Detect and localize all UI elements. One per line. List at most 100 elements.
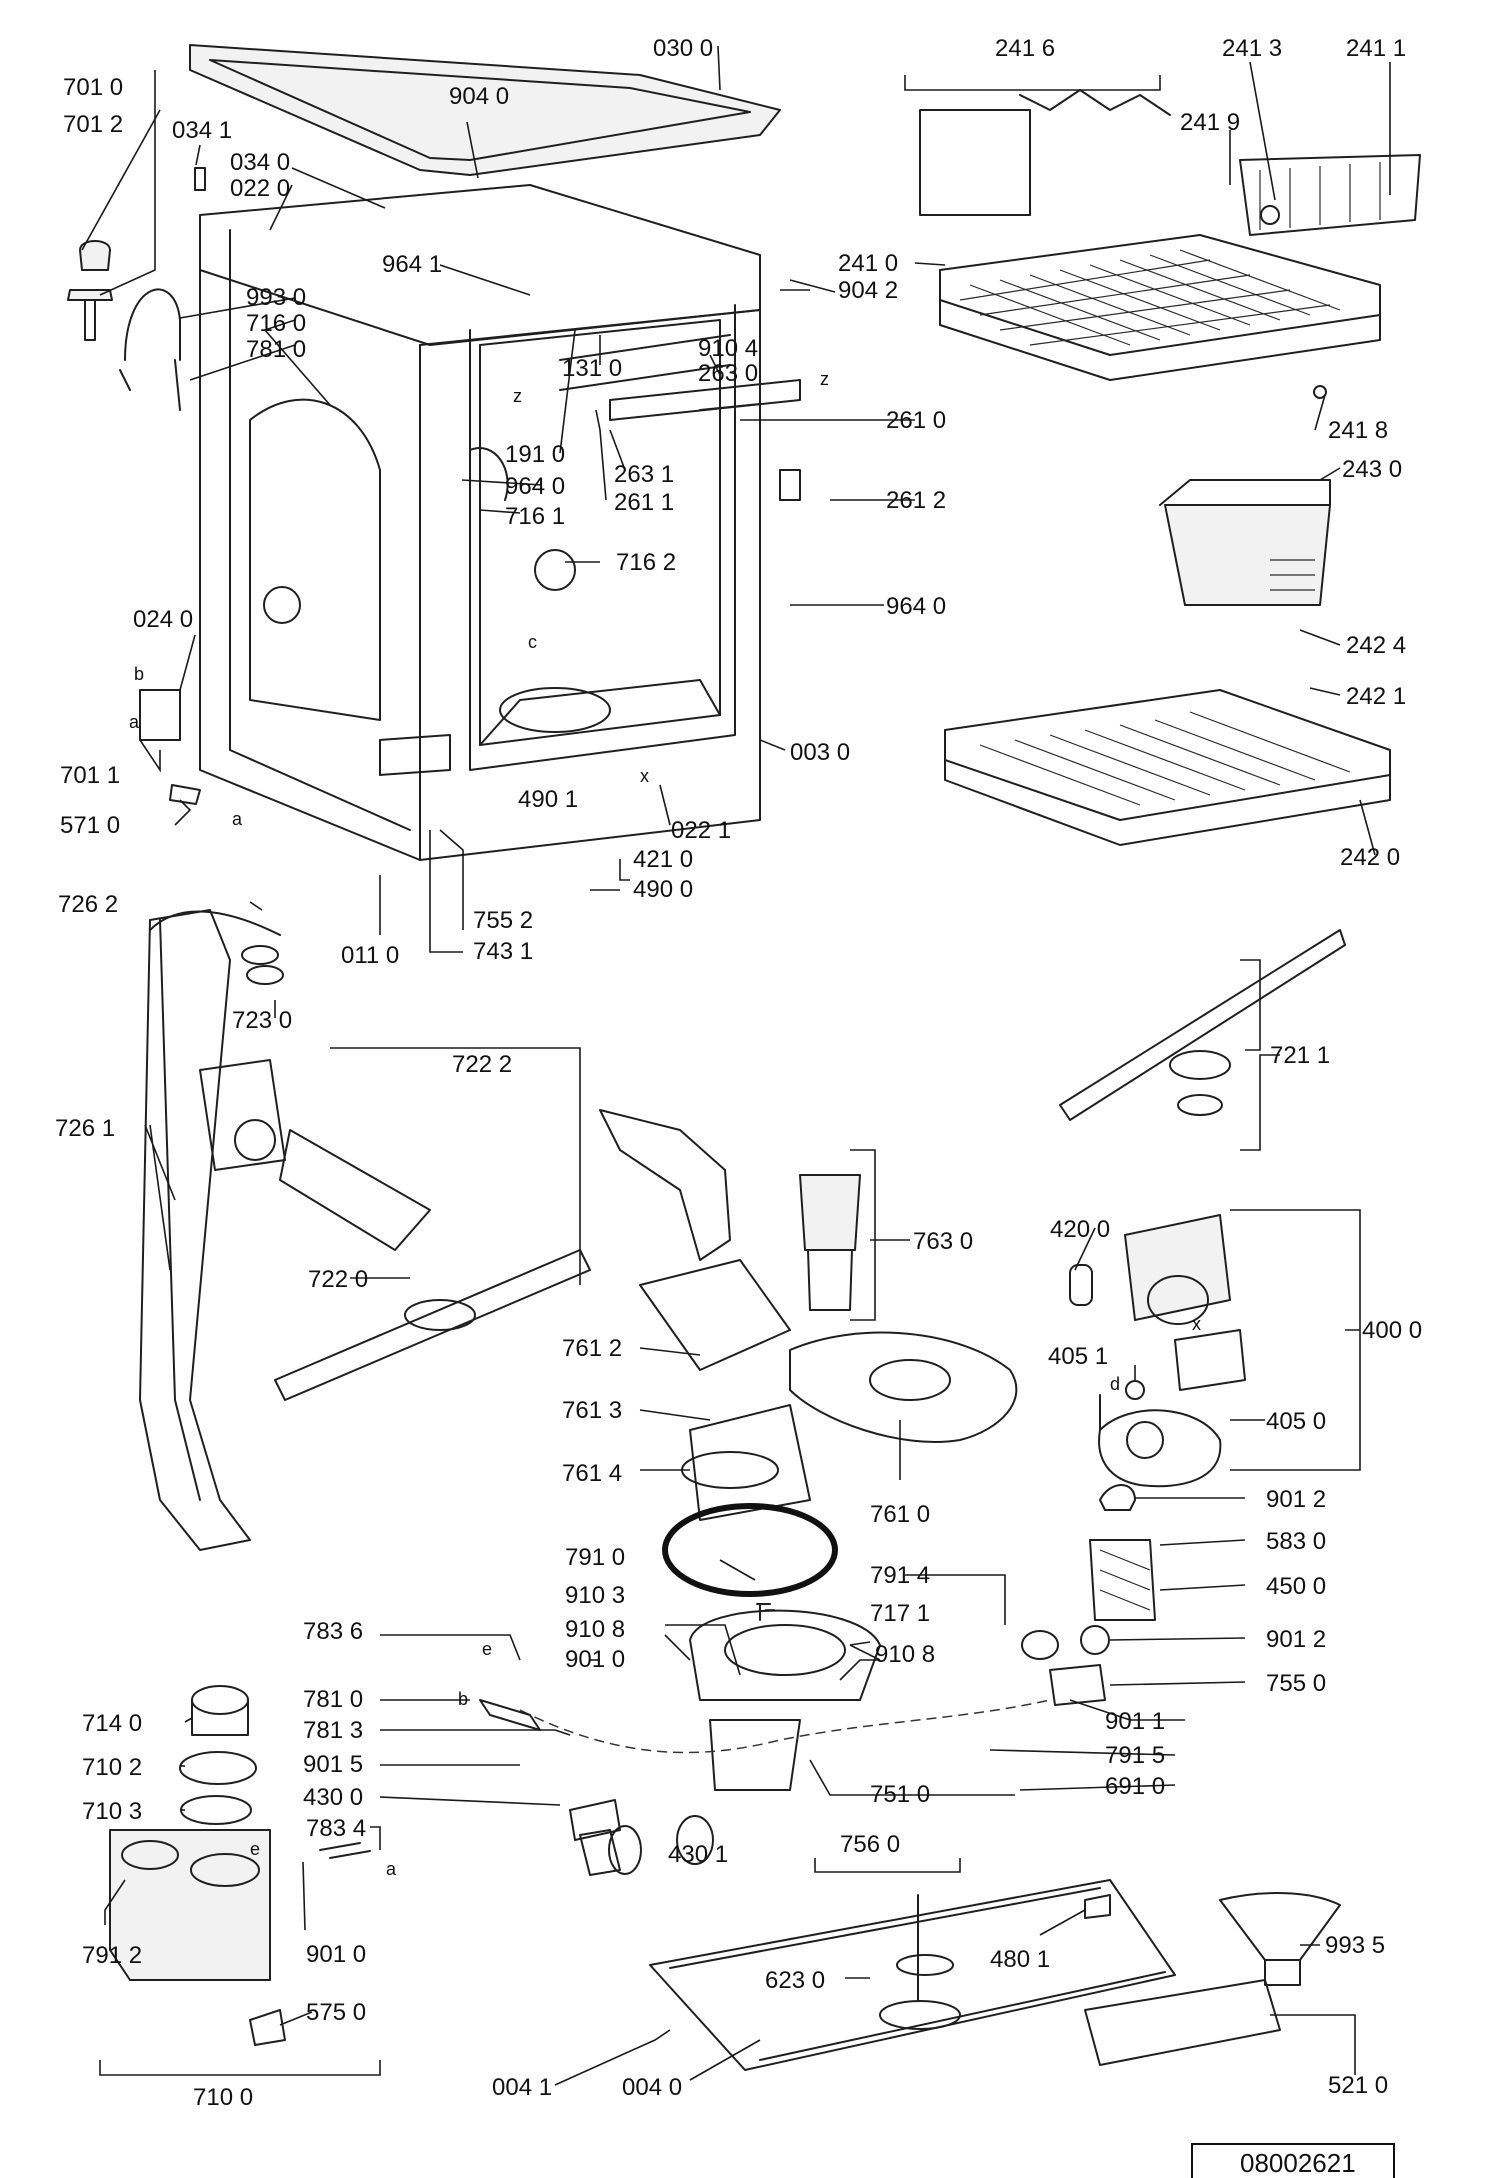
marker-e: e	[250, 1839, 260, 1859]
marker-a: a	[386, 1859, 397, 1879]
label-241-3: 241 3	[1222, 35, 1282, 62]
label-261-1: 261 1	[614, 489, 674, 516]
label-783-4: 783 4	[306, 1815, 366, 1842]
label-701-0: 701 0	[63, 74, 123, 101]
lower-basket-part	[944, 689, 1391, 846]
label-243-0: 243 0	[1342, 456, 1402, 483]
label-405-0: 405 0	[1266, 1408, 1326, 1435]
label-901-2-b: 901 2	[1266, 1626, 1326, 1653]
label-242-1: 242 1	[1346, 683, 1406, 710]
label-450-0: 450 0	[1266, 1573, 1326, 1600]
label-755-2: 755 2	[473, 907, 533, 934]
label-901-0-b: 901 0	[306, 1941, 366, 1968]
label-761-3: 761 3	[562, 1397, 622, 1424]
filter-and-sump-part	[519, 1174, 1051, 1865]
label-623-0: 623 0	[765, 1967, 825, 1994]
marker-x: x	[640, 766, 649, 786]
label-761-4: 761 4	[562, 1460, 622, 1487]
label-723-0: 723 0	[232, 1007, 292, 1034]
label-004-1: 004 1	[492, 2074, 552, 2101]
marker-e: e	[482, 1639, 492, 1659]
cutlery-basket-part	[1159, 479, 1331, 606]
label-755-0: 755 0	[1266, 1670, 1326, 1697]
label-910-4: 910 4	[698, 335, 758, 362]
label-022-0: 022 0	[230, 175, 290, 202]
label-910-8-b: 910 8	[875, 1641, 935, 1668]
label-030-0: 030 0	[653, 35, 713, 62]
label-751-0: 751 0	[870, 1781, 930, 1808]
label-761-2: 761 2	[562, 1335, 622, 1362]
marker-b: b	[134, 664, 144, 684]
marker-d: d	[1110, 1374, 1120, 1394]
label-791-2: 791 2	[82, 1942, 142, 1969]
label-716-0: 716 0	[246, 310, 306, 337]
label-710-3: 710 3	[82, 1798, 142, 1825]
label-571-0: 571 0	[60, 812, 120, 839]
label-024-0: 024 0	[133, 606, 193, 633]
label-964-0-a: 964 0	[505, 473, 565, 500]
label-263-1: 263 1	[614, 461, 674, 488]
label-261-0: 261 0	[886, 407, 946, 434]
label-722-0: 722 0	[308, 1266, 368, 1293]
label-241-0: 241 0	[838, 250, 898, 277]
label-781-0-b: 781 0	[303, 1686, 363, 1713]
label-421-0: 421 0	[633, 846, 693, 873]
label-791-5: 791 5	[1105, 1742, 1165, 1769]
base-tray-part	[649, 1879, 1341, 2071]
label-241-9: 241 9	[1180, 109, 1240, 136]
label-904-0: 904 0	[449, 83, 509, 110]
label-721-1: 721 1	[1270, 1042, 1330, 1069]
label-761-0: 761 0	[870, 1501, 930, 1528]
label-791-0: 791 0	[565, 1544, 625, 1571]
label-726-1: 726 1	[55, 1115, 115, 1142]
label-430-0: 430 0	[303, 1784, 363, 1811]
label-901-2-a: 901 2	[1266, 1486, 1326, 1513]
label-691-0: 691 0	[1105, 1773, 1165, 1800]
label-242-0: 242 0	[1340, 844, 1400, 871]
label-242-4: 242 4	[1346, 632, 1406, 659]
label-964-0-b: 964 0	[886, 593, 946, 620]
reference-code-box: 08002621	[1191, 2143, 1395, 2178]
label-261-2: 261 2	[886, 487, 946, 514]
label-575-0: 575 0	[306, 1999, 366, 2026]
upper-basket-part	[919, 89, 1421, 399]
label-901-5: 901 5	[303, 1751, 363, 1778]
label-420-0: 420 0	[1050, 1216, 1110, 1243]
label-583-0: 583 0	[1266, 1528, 1326, 1555]
label-910-3: 910 3	[565, 1582, 625, 1609]
label-400-0: 400 0	[1362, 1317, 1422, 1344]
label-191-0: 191 0	[505, 441, 565, 468]
label-993-5: 993 5	[1325, 1932, 1385, 1959]
salt-container-part	[109, 1685, 642, 2046]
reference-code: 08002621	[1240, 2148, 1356, 2178]
label-263-0: 263 0	[698, 360, 758, 387]
label-791-4: 791 4	[870, 1562, 930, 1589]
label-783-6: 783 6	[303, 1618, 363, 1645]
label-131-0: 131 0	[562, 355, 622, 382]
label-716-1: 716 1	[505, 503, 565, 530]
label-701-1: 701 1	[60, 762, 120, 789]
label-004-0: 004 0	[622, 2074, 682, 2101]
marker-a: a	[232, 809, 243, 829]
label-490-1: 490 1	[518, 786, 578, 813]
label-763-0: 763 0	[913, 1228, 973, 1255]
label-743-1: 743 1	[473, 938, 533, 965]
motor-and-pump-part	[1021, 1214, 1246, 1706]
marker-c: c	[528, 632, 537, 652]
label-910-8-a: 910 8	[565, 1616, 625, 1643]
part-labels: 030 0 904 0 701 0 701 2 034 1 034 0 022 …	[55, 35, 1422, 2111]
label-405-1: 405 1	[1048, 1343, 1108, 1370]
label-964-1: 964 1	[382, 251, 442, 278]
leader-lines	[81, 45, 1391, 2086]
label-490-0: 490 0	[633, 876, 693, 903]
label-480-1: 480 1	[990, 1946, 1050, 1973]
label-722-2: 722 2	[452, 1051, 512, 1078]
label-241-1: 241 1	[1346, 35, 1406, 62]
label-003-0: 003 0	[790, 739, 850, 766]
label-714-0: 714 0	[82, 1710, 142, 1737]
marker-x: x	[1192, 1314, 1201, 1334]
label-993-0: 993 0	[246, 284, 306, 311]
label-241-8: 241 8	[1328, 417, 1388, 444]
label-034-0: 034 0	[230, 149, 290, 176]
